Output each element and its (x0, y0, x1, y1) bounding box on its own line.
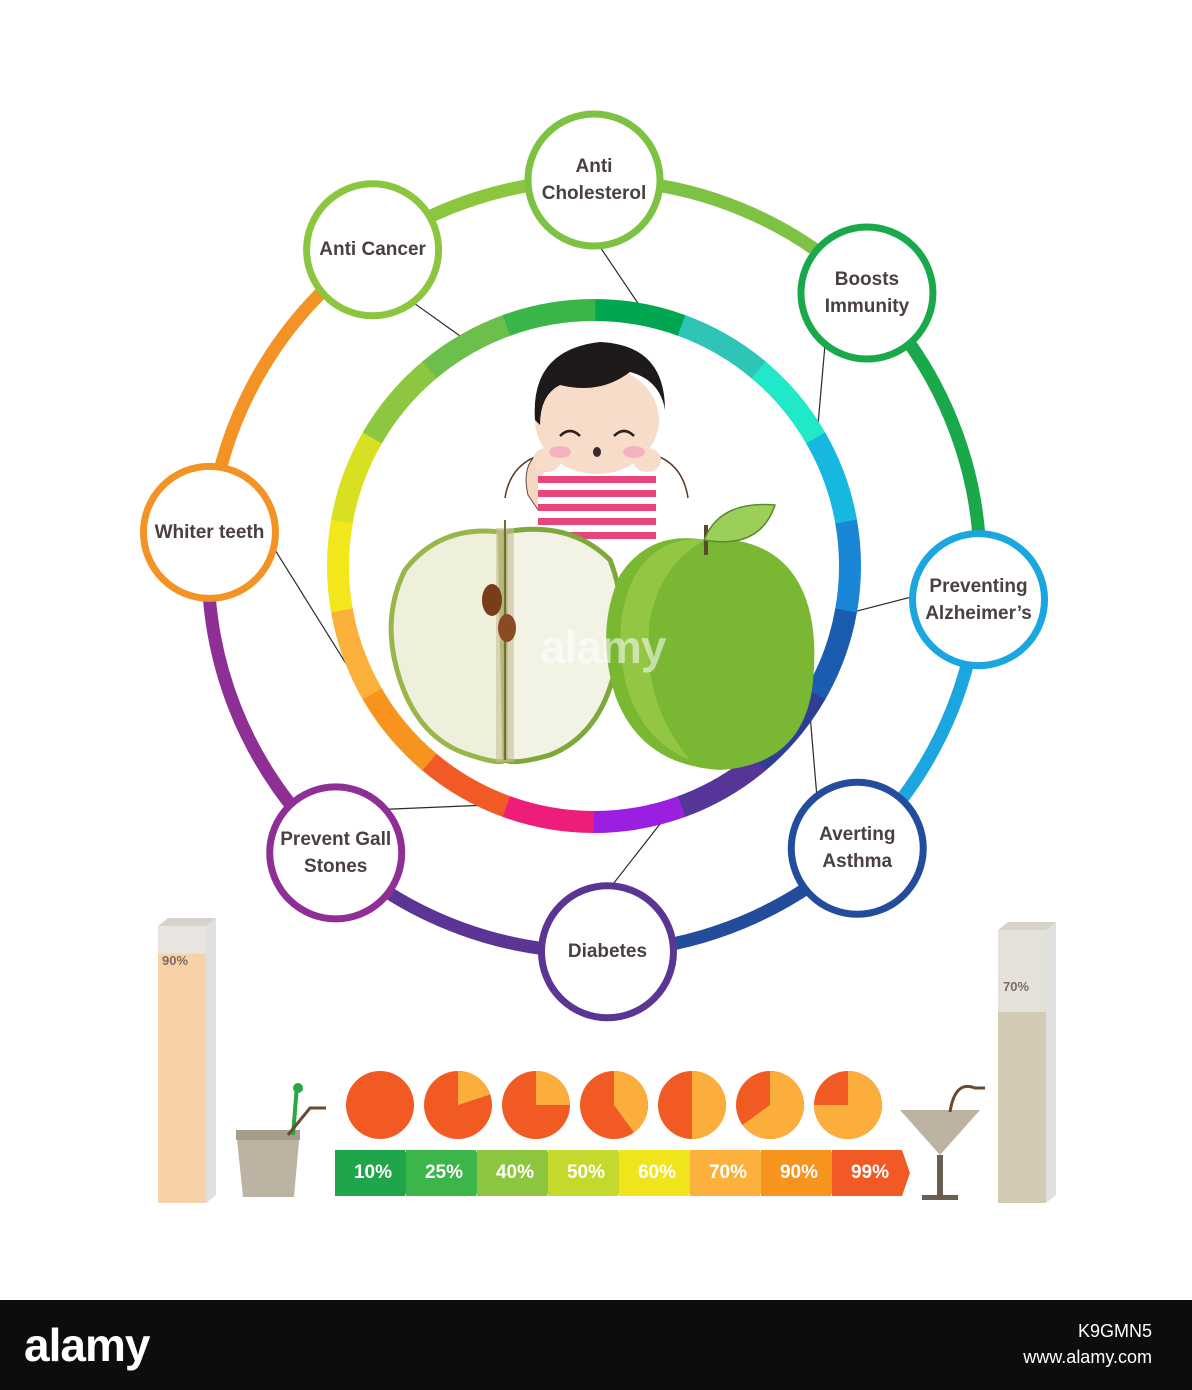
footer-site: www.alamy.com (1023, 1347, 1152, 1367)
inner-ring-segment-4 (835, 519, 861, 614)
right-bar-label: 70% (1003, 979, 1030, 994)
benefit-node-circle-3 (787, 778, 927, 918)
benefit-node-circle-1 (797, 223, 937, 363)
left-bar-cap (158, 918, 216, 926)
pie-slice-5 (742, 1071, 804, 1139)
left-bar-label: 90% (162, 953, 189, 968)
inner-ring-segment-16 (422, 314, 512, 379)
percentage-scale (335, 1150, 910, 1196)
cup-icon (236, 1083, 326, 1197)
footer-bar: alamy K9GMN5 www.alamy.com (0, 1300, 1192, 1390)
inner-ring-segment-8 (592, 796, 686, 833)
left-bar-side (206, 918, 216, 1203)
cocktail-glass-icon (900, 1085, 985, 1200)
benefit-label: Diabetes (567, 941, 648, 963)
right-bar-side (1046, 922, 1056, 1203)
boy-illustration (504, 342, 689, 540)
center-watermark: alamy (540, 621, 666, 673)
connector-line-0 (593, 237, 641, 307)
corner-watermark: alamy (1040, 500, 1098, 525)
benefit-node-circle-2 (909, 530, 1049, 670)
scale-segment-1 (406, 1150, 484, 1196)
benefit-label: Preventing Alzheimer’s (925, 575, 1032, 624)
scale-segment-5 (690, 1150, 768, 1196)
inner-ring-segment-9 (501, 795, 595, 833)
infographic-canvas (139, 110, 1056, 1203)
scale-segment-2 (477, 1150, 555, 1196)
inner-ring-segment-13 (327, 518, 353, 613)
benefit-label: Anti Cancer (319, 239, 426, 261)
benefit-node-circle-5 (266, 783, 406, 923)
benefit-label: Prevent Gall Stones (280, 828, 392, 877)
benefit-nodes (139, 110, 1049, 1022)
scale-label: 40% (495, 1162, 535, 1183)
benefit-label: Boosts Immunity (824, 269, 910, 318)
scale-label: 10% (353, 1162, 393, 1183)
inner-ring-segment-10 (421, 752, 511, 817)
half-apple (388, 520, 624, 765)
right-bar-fill (998, 1011, 1046, 1203)
benefit-label: Whiter teeth (154, 521, 265, 543)
footer-image-info: K9GMN5 www.alamy.com (1023, 1318, 1152, 1370)
footer-image-id: K9GMN5 (1077, 1321, 1152, 1341)
scale-label: 25% (424, 1162, 464, 1183)
scale-segment-0 (335, 1150, 413, 1196)
left-bar-fill (158, 953, 206, 1203)
footer-logo: alamy (24, 1319, 150, 1371)
pie-slice-2 (536, 1071, 570, 1105)
benefit-node-circle-4 (537, 882, 677, 1022)
pie-row (346, 1071, 882, 1139)
pie-slice-1 (458, 1071, 491, 1105)
whole-apple (606, 503, 815, 770)
inner-ring-segment-7 (676, 753, 766, 818)
scale-label: 90% (779, 1162, 819, 1183)
scale-label: 99% (850, 1162, 890, 1183)
inner-ring-segment-12 (330, 607, 382, 700)
benefit-node-circle-0 (524, 110, 664, 250)
connector-line-3 (809, 717, 819, 806)
inner-ring-segment-2 (751, 361, 826, 445)
benefit-label: Anti Cholesterol (541, 156, 647, 204)
scale-segment-3 (548, 1150, 626, 1196)
connector-line-4 (604, 820, 663, 895)
scale-segment-6 (761, 1150, 839, 1196)
scale-label: 60% (637, 1162, 677, 1183)
percentage-bars (158, 918, 1056, 1203)
benefit-node-circle-7 (303, 180, 443, 320)
inner-ring-segment-11 (362, 687, 437, 771)
inner-ring-segment-3 (806, 432, 858, 525)
benefit-label: Averting Asthma (819, 824, 896, 873)
inner-ring-segment-15 (362, 360, 438, 444)
pie-0 (346, 1071, 414, 1139)
connector-line-1 (817, 334, 827, 427)
right-bar-cap (998, 922, 1056, 930)
inner-ring-segment-0 (593, 299, 687, 337)
scale-segment-7 (832, 1150, 910, 1196)
pie-slice-6 (814, 1071, 882, 1139)
inner-ring-segment-14 (331, 431, 383, 524)
inner-ring-segment-17 (502, 299, 596, 336)
inner-ring-segment-1 (677, 315, 767, 380)
connector-line-5 (374, 804, 483, 811)
illustration (388, 342, 815, 770)
benefit-node-circle-6 (139, 462, 279, 602)
scale-label: 70% (708, 1162, 748, 1183)
inner-ring-segment-5 (805, 608, 857, 701)
connector-line-6 (266, 537, 356, 678)
scale-label: 50% (566, 1162, 606, 1183)
pie-slice-4 (692, 1071, 726, 1139)
scale-segment-4 (619, 1150, 697, 1196)
pie-slice-3 (614, 1071, 648, 1133)
